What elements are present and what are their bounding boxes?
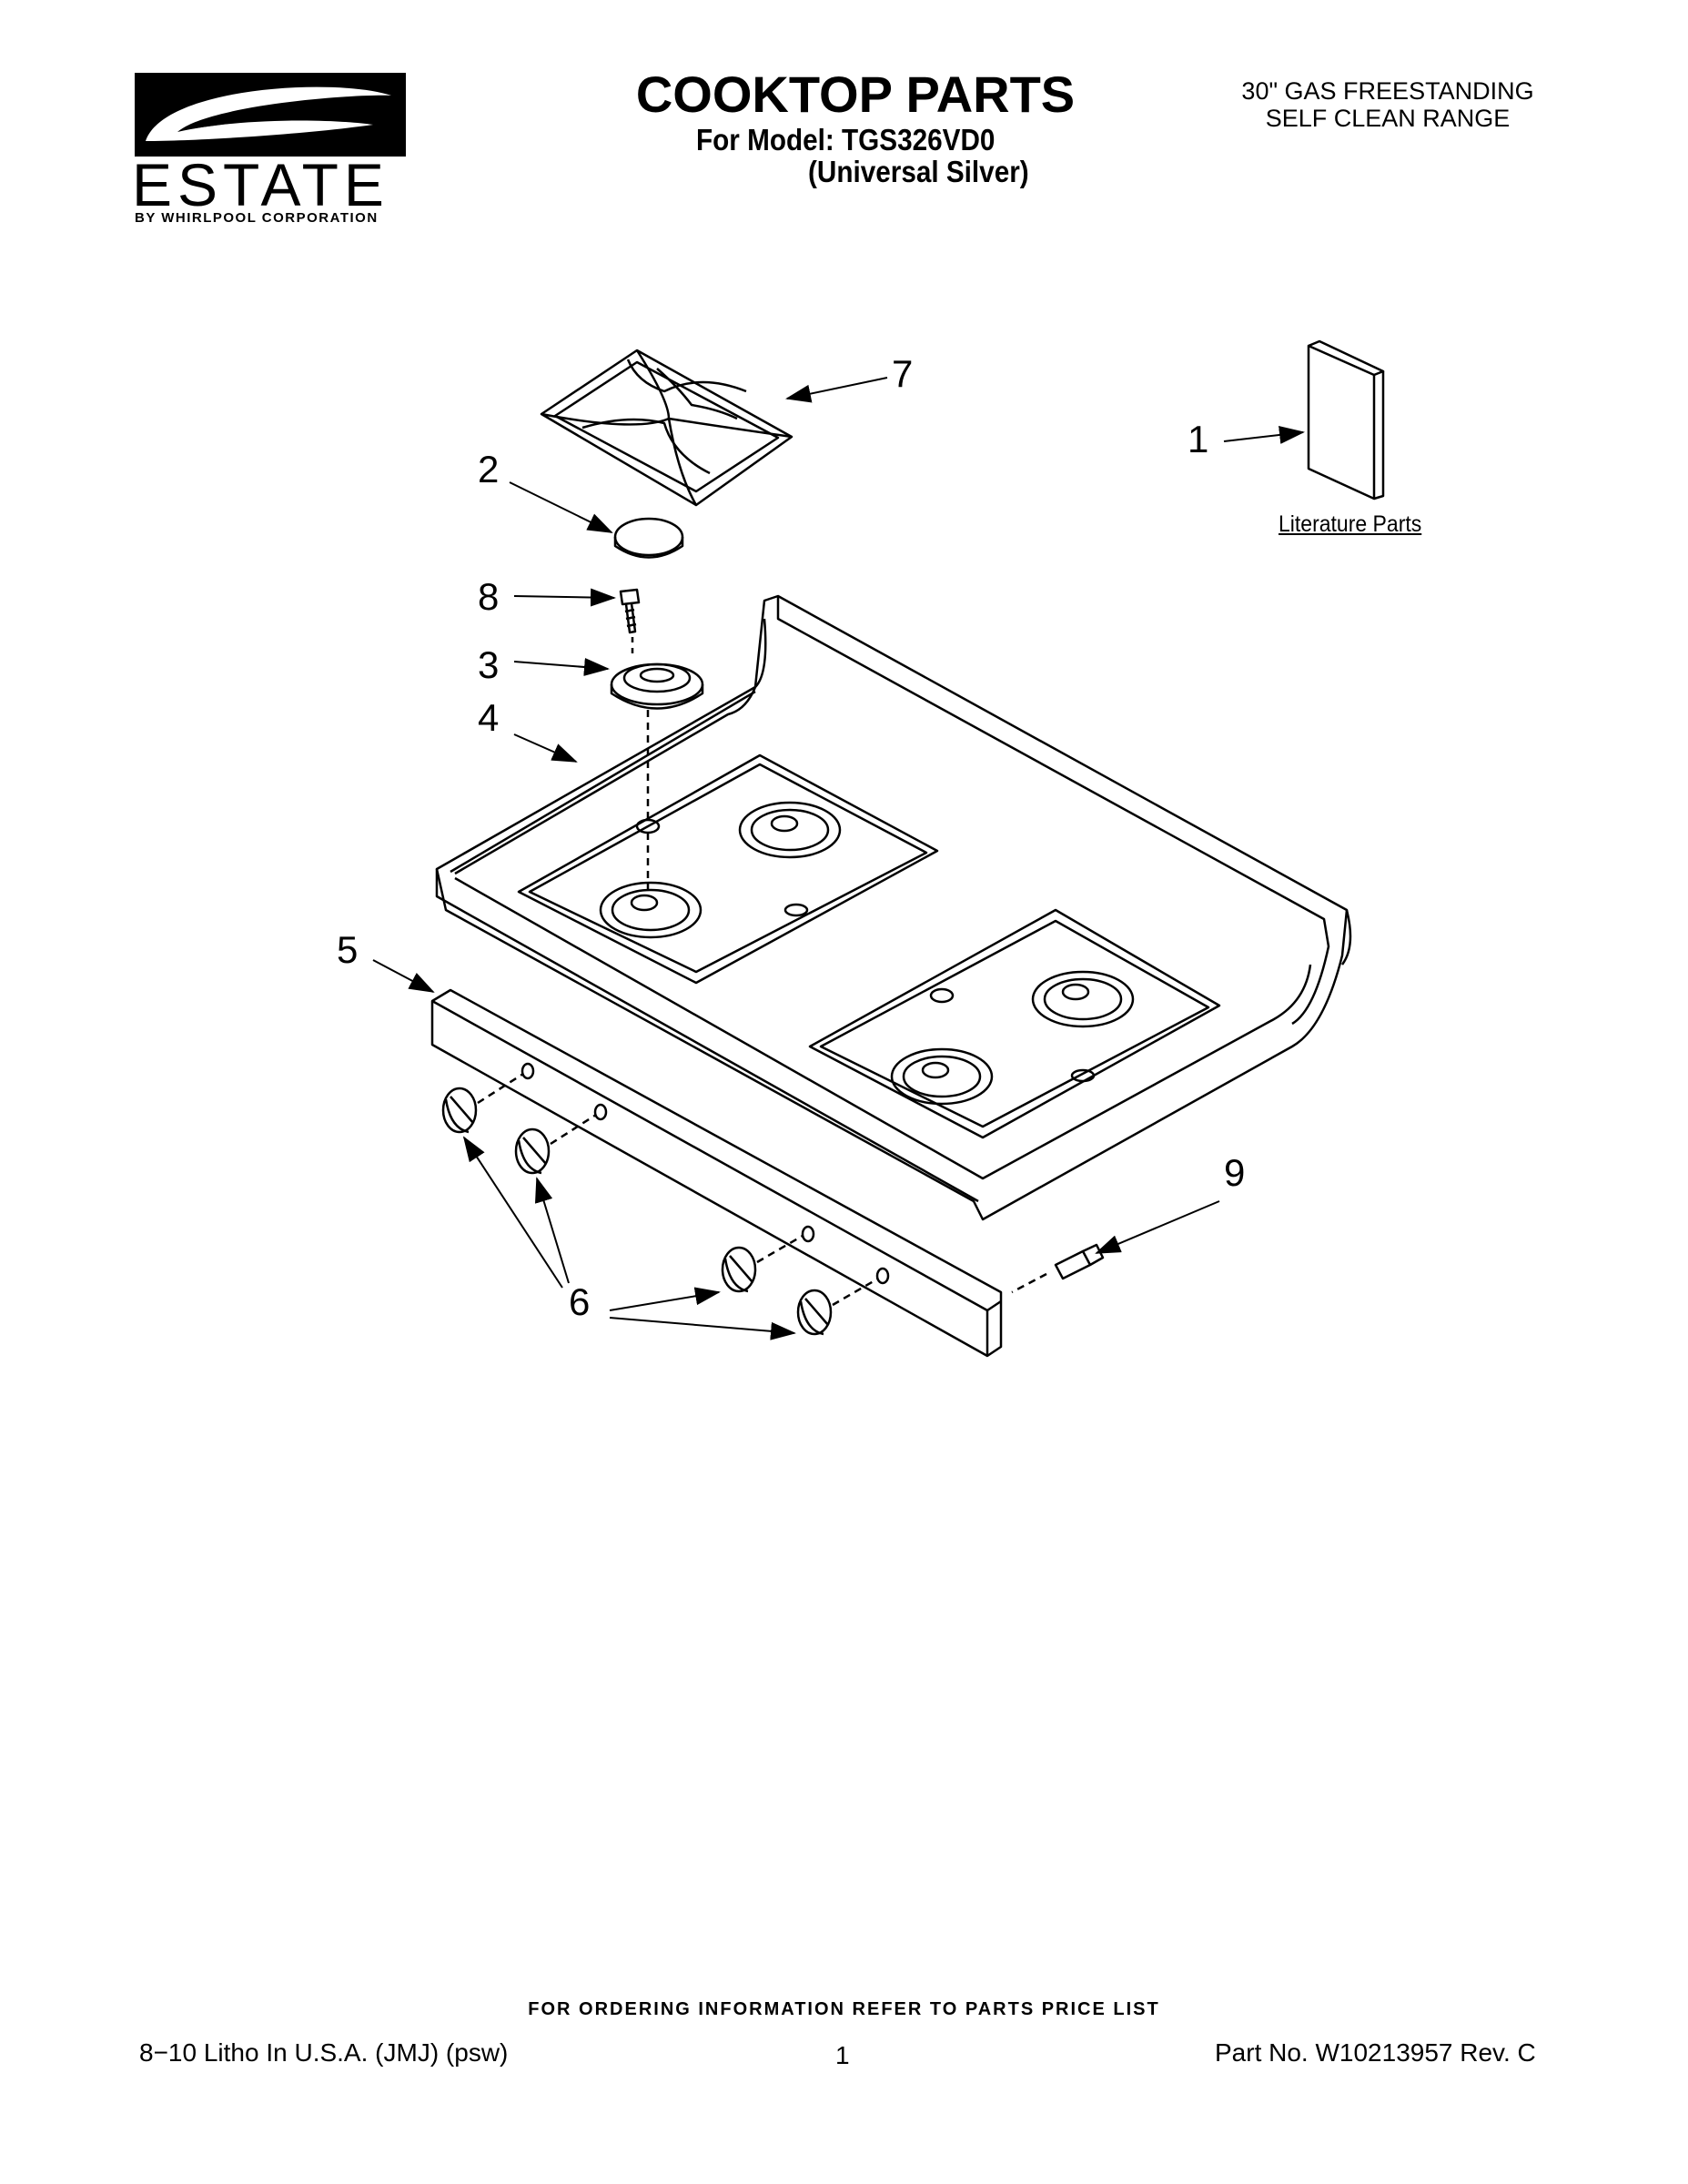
callout-2: 2 xyxy=(478,448,500,490)
literature-parts-label: Literature Parts xyxy=(1279,511,1422,537)
burner-base xyxy=(610,662,704,819)
callout-4: 4 xyxy=(478,696,500,739)
control-panel-strip xyxy=(430,988,1003,1358)
burner-grate xyxy=(540,349,793,507)
callout-5: 5 xyxy=(337,928,359,971)
callout-6: 6 xyxy=(569,1280,591,1323)
callout-1: 1 xyxy=(1188,418,1209,460)
screw-9 xyxy=(1011,1243,1105,1294)
control-knobs xyxy=(441,1072,879,1336)
model-number: For Model: TGS326VD0 xyxy=(696,123,996,157)
callout-9: 9 xyxy=(1224,1151,1246,1194)
product-line-2: SELF CLEAN RANGE xyxy=(1265,105,1511,133)
estate-logo xyxy=(135,73,406,157)
part-number: Part No. W10213957 Rev. C xyxy=(1215,2038,1536,2067)
burner-cap xyxy=(613,517,684,559)
literature-booklet xyxy=(1307,339,1385,500)
model-color: (Universal Silver) xyxy=(808,155,1029,188)
product-description: 30" GAS FREESTANDING SELF CLEAN RANGE xyxy=(1210,77,1565,132)
screw-8 xyxy=(619,588,641,655)
product-line-1: 30" GAS FREESTANDING xyxy=(1241,77,1534,105)
callout-3: 3 xyxy=(478,643,500,686)
brand-name: ESTATE xyxy=(132,151,389,218)
callout-7: 7 xyxy=(892,352,914,395)
page-number: 1 xyxy=(835,2041,850,2069)
brand-subtitle: BY WHIRLPOOL CORPORATION xyxy=(135,210,379,226)
leader-lines xyxy=(372,377,1305,1340)
page-title: COOKTOP PARTS xyxy=(635,66,1076,123)
callout-8: 8 xyxy=(478,575,500,618)
litho-info: 8−10 Litho In U.S.A. (JMJ) (psw) xyxy=(139,2038,509,2067)
ordering-note: FOR ORDERING INFORMATION REFER TO PARTS … xyxy=(528,1999,1160,2019)
cooktop-main xyxy=(435,594,1352,1221)
